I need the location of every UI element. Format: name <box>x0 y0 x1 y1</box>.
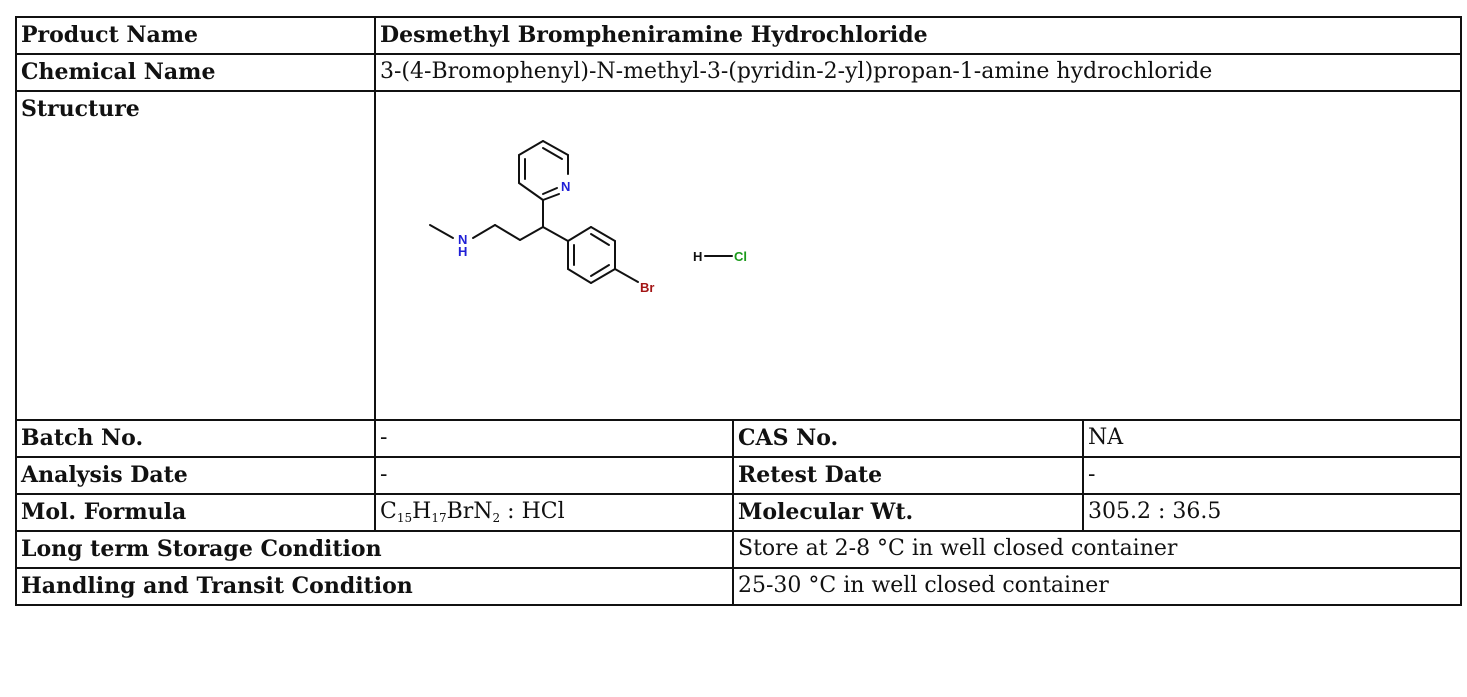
structure-cell: N N H Br H Cl <box>374 90 1462 421</box>
handling-transit-value: 25-30 °C in well closed container <box>732 567 1462 606</box>
batch-no-label: Batch No. <box>15 419 376 458</box>
acid-hydrogen: H <box>693 249 702 264</box>
chemical-name-value: 3-(4-Bromophenyl)-N-methyl-3-(pyridin-2-… <box>374 53 1462 92</box>
cas-no-label: CAS No. <box>732 419 1084 458</box>
bromine-atom: Br <box>640 280 654 295</box>
product-name-label: Product Name <box>15 16 376 55</box>
chemical-name-label: Chemical Name <box>15 53 376 92</box>
pyridine-nitrogen: N <box>561 179 570 194</box>
amine-nitrogen: N <box>458 232 467 247</box>
molecular-wt-label: Molecular Wt. <box>732 493 1084 532</box>
product-name-value: Desmethyl Brompheniramine Hydrochloride <box>374 16 1462 55</box>
retest-date-value: - <box>1082 456 1462 495</box>
row-handling: Handling and Transit Condition 25-30 °C … <box>15 567 1462 606</box>
handling-transit-label: Handling and Transit Condition <box>15 567 734 606</box>
row-batch-cas: Batch No. - CAS No. NA <box>15 419 1462 458</box>
retest-date-label: Retest Date <box>732 456 1084 495</box>
amine-hydrogen: H <box>458 244 467 259</box>
structure-label: Structure <box>15 90 376 421</box>
row-chemical-name: Chemical Name 3-(4-Bromophenyl)-N-methyl… <box>15 53 1462 92</box>
analysis-date-value: - <box>374 456 734 495</box>
cas-no-value: NA <box>1082 419 1462 458</box>
molecular-wt-value: 305.2 : 36.5 <box>1082 493 1462 532</box>
long-term-storage-value: Store at 2-8 °C in well closed container <box>732 530 1462 569</box>
chlorine-atom: Cl <box>734 249 747 264</box>
row-storage: Long term Storage Condition Store at 2-8… <box>15 530 1462 569</box>
coa-table: Product Name Desmethyl Brompheniramine H… <box>15 16 1462 606</box>
row-formula-weight: Mol. Formula C15H17BrN2 : HCl Molecular … <box>15 493 1462 532</box>
mol-formula-label: Mol. Formula <box>15 493 376 532</box>
mol-formula-value: C15H17BrN2 : HCl <box>374 493 734 532</box>
structure-image: N N H Br H Cl <box>429 140 747 295</box>
long-term-storage-label: Long term Storage Condition <box>15 530 734 569</box>
row-structure: Structure <box>15 90 1462 421</box>
row-product-name: Product Name Desmethyl Brompheniramine H… <box>15 16 1462 55</box>
batch-no-value: - <box>374 419 734 458</box>
analysis-date-label: Analysis Date <box>15 456 376 495</box>
row-dates: Analysis Date - Retest Date - <box>15 456 1462 495</box>
